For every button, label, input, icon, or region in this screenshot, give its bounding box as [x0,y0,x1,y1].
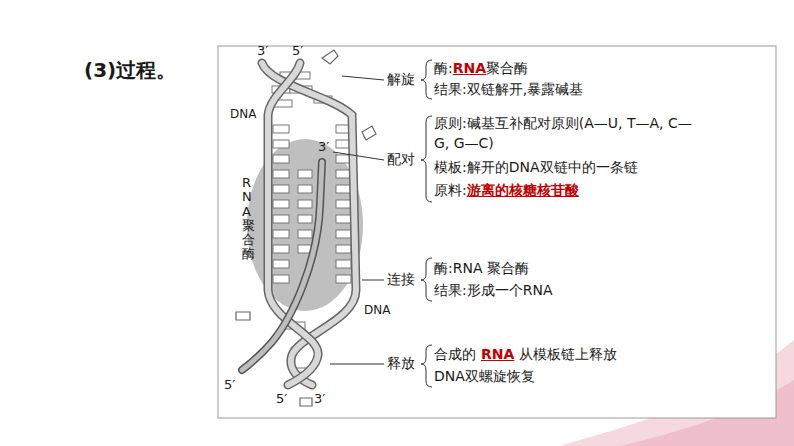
step-note: 酶:RNA 聚合酶 [434,259,529,279]
strand-end: 3′ [318,138,329,156]
step-note: DNA双螺旋恢复 [434,367,535,387]
text-row: 配对 [387,150,415,170]
step-name: 解旋 [387,70,415,90]
section-heading: (3)过程。 [84,56,176,84]
text-row: 释放 [387,354,415,374]
step-note: 聚合酶 [486,59,528,79]
step-name: 连接 [387,270,415,290]
text-row: 3′ [257,42,268,60]
step-note: 合成的 [434,345,476,365]
step-note: 从模板链上释放 [519,345,617,365]
text-row: DNA [230,106,256,123]
step-note: 原料: [434,181,467,201]
answer-blank: RNA [481,345,514,365]
step-note: 原则:碱基互补配对原则(A—U, T—A, C—G, G—C) [434,114,696,153]
text-row: 连接 [387,270,415,290]
text-row: 结果:双链解开,暴露碱基 [434,80,583,100]
text-row: 模板:解开的DNA双链中的一条链 [434,158,638,178]
strand-end: 5′ [276,390,287,408]
text-row: 结果:形成一个RNA [434,281,553,301]
step-name: 释放 [387,354,415,374]
answer-blank: RNA [453,59,486,79]
text-row: RNA聚合酶 [242,176,255,262]
text-row: 原料:游离的核糖核苷酸 [434,181,579,201]
text-row: 3′ [314,390,325,408]
rna-strand [242,162,322,370]
step-name: 配对 [387,150,415,170]
step-note: 结果:双链解开,暴露碱基 [434,80,583,100]
part-name: DNA [362,302,392,319]
leader-lines [330,76,384,364]
step-note: 酶: [434,59,453,79]
text-row: DNA双螺旋恢复 [434,367,535,387]
strand-end: 5′ [224,376,235,394]
brackets [421,60,432,387]
text-row: 解旋 [387,70,415,90]
part-name: DNA [230,106,256,123]
text-row: 5′ [276,390,287,408]
text-row: (3)过程。 [84,56,176,84]
strand-end: 3′ [257,42,268,60]
panel-frame [218,46,776,418]
strand-end: 5′ [292,42,303,60]
answer-blank: 游离的核糖核苷酸 [467,181,579,201]
text-row: 合成的RNA从模板链上释放 [434,345,617,365]
step-note: 模板:解开的DNA双链中的一条链 [434,158,638,178]
text-row: 酶:RNA聚合酶 [434,59,528,79]
free-nucleotides [236,50,376,406]
text-row: 5′ [224,376,235,394]
text-row: 原则:碱基互补配对原则(A—U, T—A, C—G, G—C) [434,114,696,153]
text-row: DNA [362,302,392,319]
part-name: RNA聚合酶 [242,176,255,262]
text-row: 5′ [292,42,303,60]
strand-end: 3′ [314,390,325,408]
step-note: 结果:形成一个RNA [434,281,553,301]
text-row: 酶:RNA 聚合酶 [434,259,529,279]
text-row: 3′ [318,138,329,156]
